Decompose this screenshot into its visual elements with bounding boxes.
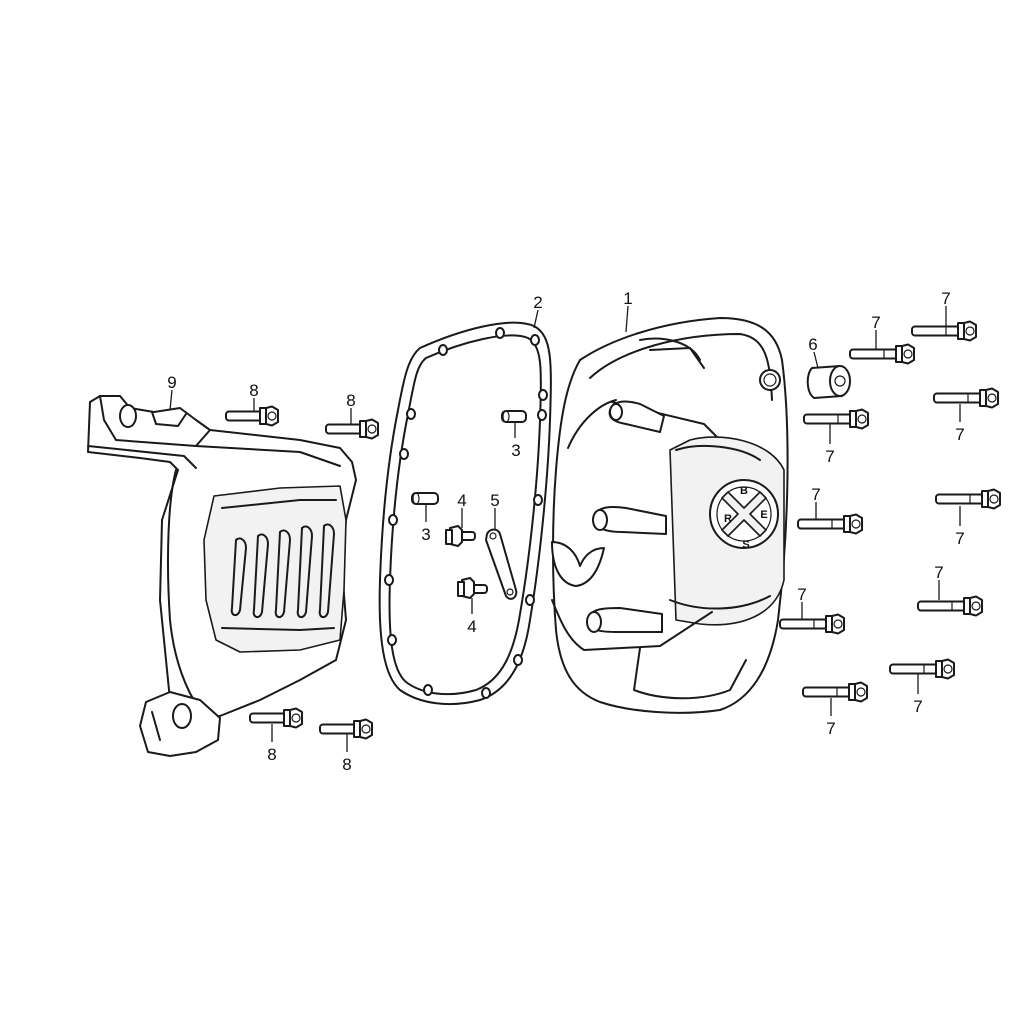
callout-bolt-7j: 7: [826, 719, 835, 738]
callout-bolt-8d: 8: [342, 755, 351, 774]
callout-dowel-lower: 3: [421, 525, 430, 544]
dowel-lower: [411, 492, 439, 505]
callout-bolt-7h: 7: [797, 585, 806, 604]
callout-bolt-7i: 7: [913, 697, 922, 716]
bolt-7i: [889, 658, 955, 680]
callout-bolt-7c: 7: [955, 425, 964, 444]
callout-bolt-7f: 7: [811, 485, 820, 504]
leader-lines: [169, 305, 961, 752]
callout-bolt-7b: 7: [871, 313, 880, 332]
plug: [806, 365, 851, 399]
bolt-8d: [319, 718, 373, 740]
bolt-8a: [225, 405, 279, 427]
callout-bolt-7g: 7: [934, 563, 943, 582]
bolt-7b: [849, 343, 915, 365]
bolt-7e: [935, 488, 1001, 510]
bolt-7c: [933, 387, 999, 409]
bolt-8c: [249, 707, 303, 729]
callout-strap: 5: [490, 491, 499, 510]
strap: [485, 528, 518, 600]
callout-bolt-7e: 7: [955, 529, 964, 548]
callout-bolt-7a: 7: [941, 289, 950, 308]
gasket: [378, 321, 552, 706]
callout-bolt-7d: 7: [825, 447, 834, 466]
bolt-8b: [325, 418, 379, 440]
callout-screw-lower: 4: [467, 617, 476, 636]
screw-lower: [457, 577, 488, 599]
guard-cover: [87, 395, 357, 757]
main-cover: B E S R: [551, 317, 789, 714]
bolt-7g: [917, 595, 983, 617]
callout-guard: 9: [167, 373, 176, 392]
bolt-7j: [802, 681, 868, 703]
gasket-bolt-holes: [384, 327, 548, 699]
bolt-7a: [911, 320, 977, 342]
callout-screw-upper: 4: [457, 491, 466, 510]
bolt-7d: [803, 408, 869, 430]
bolt-7f: [797, 513, 863, 535]
emblem-letter-bottom: S: [742, 539, 749, 551]
callout-plug: 6: [808, 335, 817, 354]
guard-fins: [230, 523, 335, 618]
cover-emblem: B E S R: [709, 479, 779, 551]
emblem-letter-left: R: [724, 513, 732, 525]
callout-gasket: 2: [533, 293, 542, 312]
callout-dowel-upper: 3: [511, 441, 520, 460]
emblem-letter-right: E: [760, 509, 767, 521]
callout-cover: 1: [623, 289, 632, 308]
emblem-letter-top: B: [740, 485, 748, 497]
callout-bolt-8b: 8: [346, 391, 355, 410]
callouts: 1 2 3 3 4 4 5 6 7 7 7 7 7 7 7 7 7 7 8 8 …: [167, 289, 964, 774]
screw-upper: [445, 525, 476, 547]
bolt-7h: [779, 613, 845, 635]
callout-bolt-8c: 8: [267, 745, 276, 764]
callout-bolt-8a: 8: [249, 381, 258, 400]
dowel-upper: [501, 410, 527, 423]
